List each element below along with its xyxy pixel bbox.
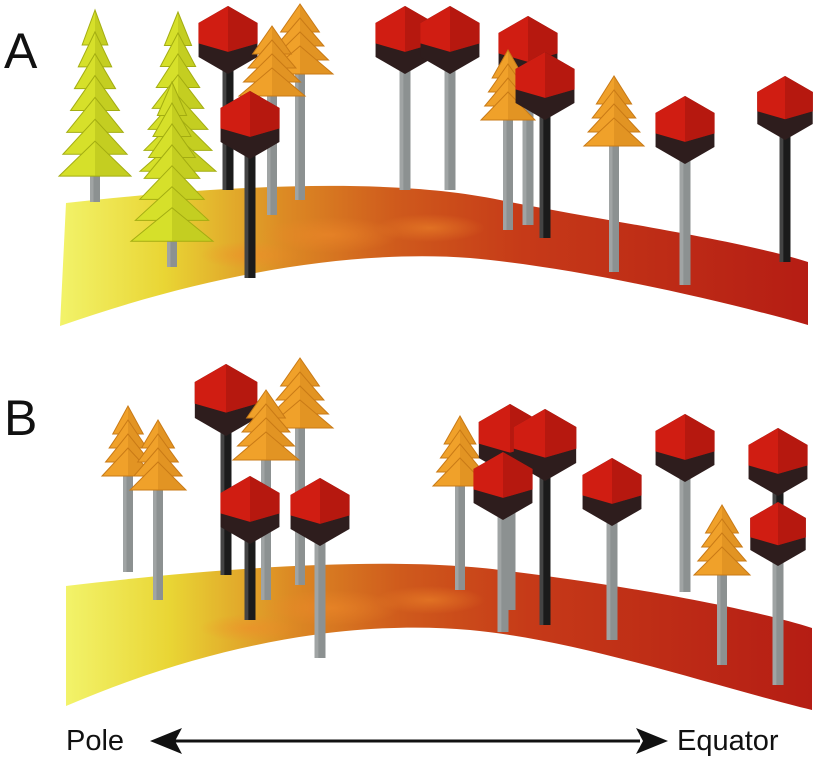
tropical-tree-icon bbox=[473, 452, 533, 632]
conifer-tree-icon bbox=[57, 8, 133, 202]
trees-panel-b bbox=[100, 357, 808, 685]
ground-b bbox=[66, 563, 812, 710]
tropical-tree-icon bbox=[220, 476, 280, 620]
tropical-tree-icon bbox=[513, 409, 577, 625]
tropical-tree-icon bbox=[582, 458, 642, 640]
equator-label: Equator bbox=[677, 725, 779, 757]
double-arrow-icon bbox=[150, 728, 668, 754]
tropical-tree-icon bbox=[655, 414, 715, 592]
trees-panel-a bbox=[57, 3, 813, 285]
tropical-tree-icon bbox=[655, 96, 715, 285]
tropical-tree-icon bbox=[750, 502, 806, 685]
panel-label-b: B bbox=[4, 390, 38, 446]
panel-label-a: A bbox=[4, 23, 38, 79]
deciduous-tree-icon bbox=[582, 75, 646, 272]
conifer-tree-icon bbox=[129, 80, 215, 267]
tropical-tree-icon bbox=[757, 76, 813, 262]
tropical-tree-icon bbox=[515, 52, 575, 239]
tropical-tree-icon bbox=[420, 6, 480, 191]
deciduous-tree-icon bbox=[692, 504, 752, 665]
pole-label: Pole bbox=[66, 725, 125, 757]
tropical-tree-icon bbox=[290, 478, 350, 658]
tropical-tree-icon bbox=[220, 91, 280, 278]
deciduous-tree-icon bbox=[128, 419, 188, 600]
